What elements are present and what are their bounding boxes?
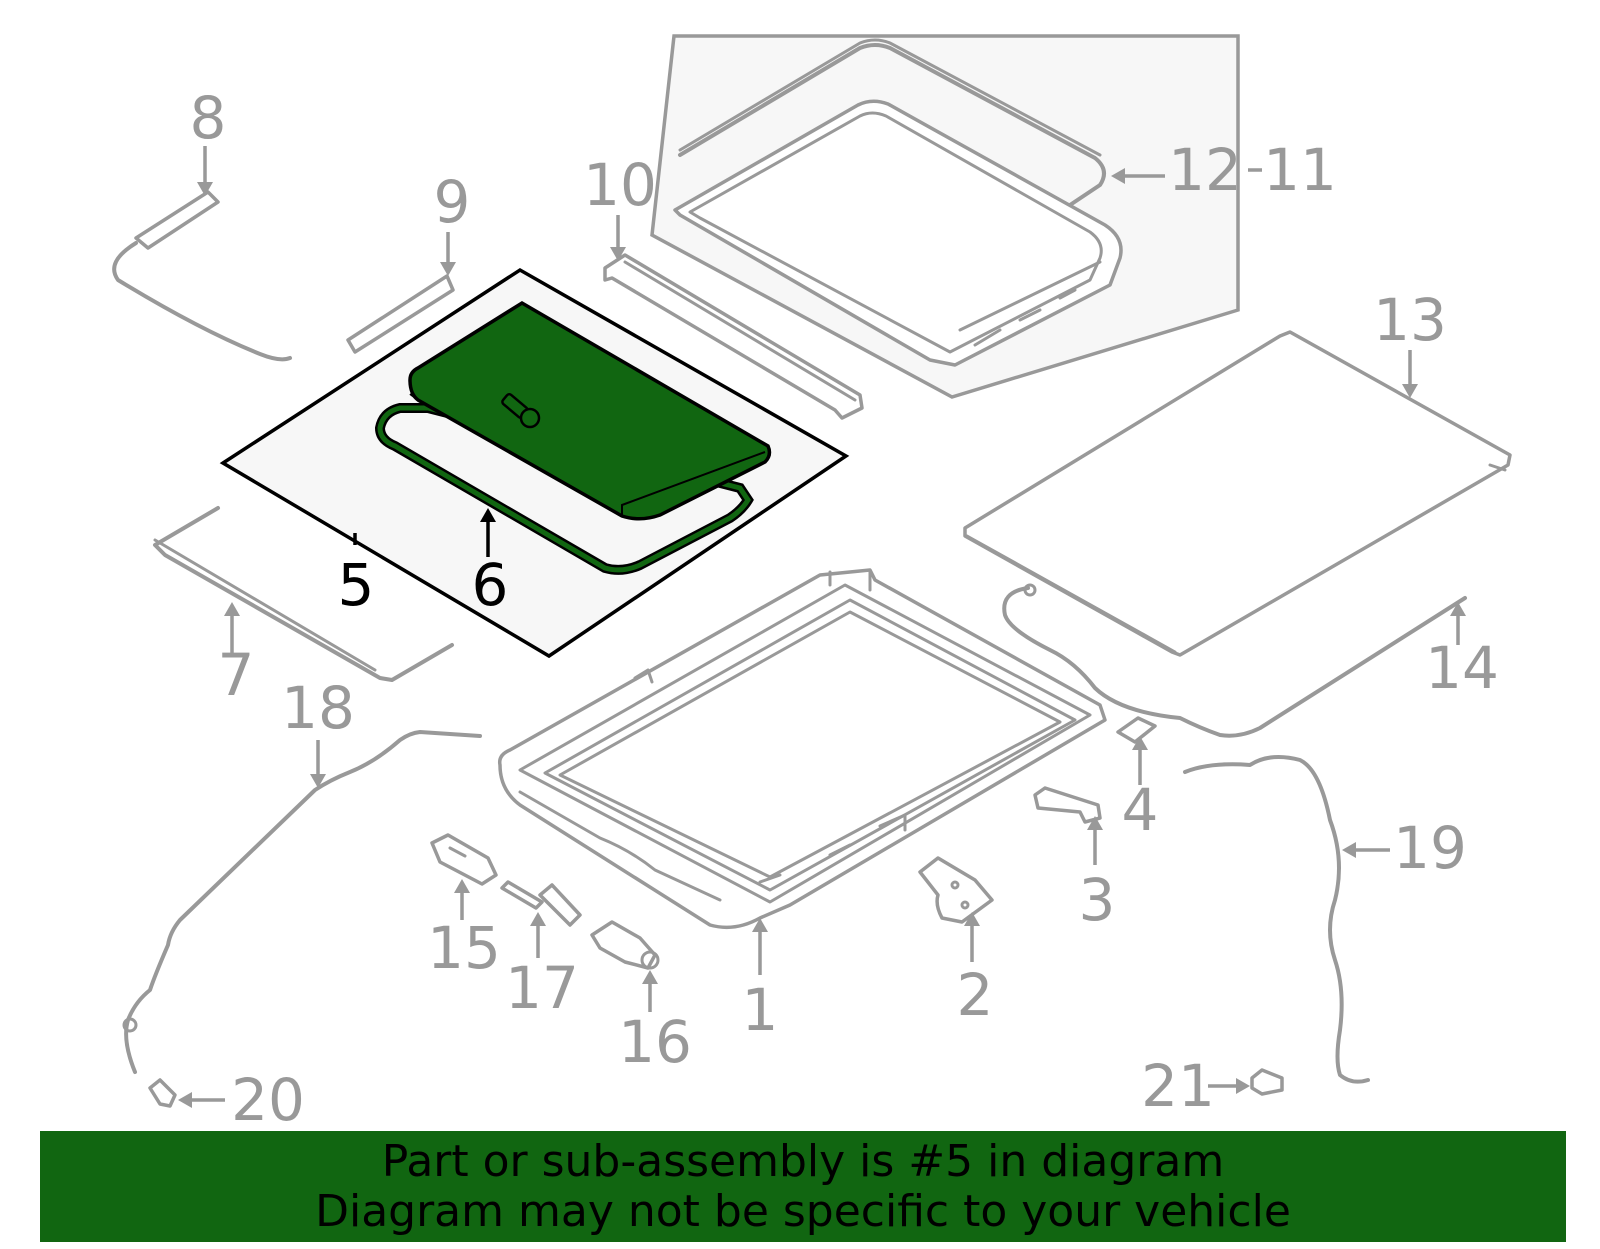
- callout-15: 15: [427, 914, 501, 982]
- part-19-drain-hose: [1183, 754, 1370, 1084]
- part-15-connector: [430, 833, 498, 886]
- part-9-strip: [346, 274, 455, 354]
- banner-line-2: Diagram may not be specific to your vehi…: [315, 1185, 1291, 1237]
- callout-6: 6: [472, 551, 509, 619]
- callout-5: 5: [338, 551, 375, 619]
- callout-8: 8: [190, 84, 227, 152]
- part-11-assembly-box: [650, 34, 1240, 399]
- info-banner: Part or sub-assembly is #5 in diagram Di…: [40, 1131, 1566, 1242]
- callout-20: 20: [231, 1066, 305, 1134]
- callout-2: 2: [957, 961, 994, 1029]
- callout-1: 1: [742, 976, 779, 1044]
- banner-line-1: Part or sub-assembly is #5 in diagram: [381, 1135, 1225, 1187]
- part-13-sunshade: [963, 330, 1512, 657]
- callout-18: 18: [281, 674, 355, 742]
- callout-9: 9: [434, 168, 471, 236]
- callout-16: 16: [618, 1008, 692, 1076]
- part-4-clip: [1116, 716, 1157, 744]
- part-3-bracket: [1033, 786, 1102, 824]
- callout-4: 4: [1122, 776, 1159, 844]
- callout-3: 3: [1079, 866, 1116, 934]
- callout-11: 11: [1263, 136, 1337, 204]
- part-5-sub-assembly: [219, 267, 850, 659]
- part-1-frame: [497, 568, 1107, 930]
- bolt-icon: [501, 393, 541, 429]
- part-7-rail: [153, 506, 454, 682]
- callout-14: 14: [1425, 634, 1499, 702]
- part-21-clip: [1250, 1068, 1284, 1096]
- callout-10: 10: [583, 151, 657, 219]
- part-14-cable: [1002, 583, 1467, 738]
- part-18-drain-hose: [122, 730, 482, 1074]
- part-17-harness: [500, 880, 582, 927]
- part-2-bracket: [918, 856, 994, 924]
- callout-7: 7: [218, 641, 255, 709]
- callout-13: 13: [1373, 286, 1447, 354]
- part-10-rail: [603, 253, 864, 420]
- callout-21: 21: [1141, 1052, 1215, 1120]
- callout-19: 19: [1393, 814, 1467, 882]
- part-20-clip: [148, 1078, 177, 1108]
- callout-labels: 1 2 3 4 5 6 7 8 9 10 12 11 13 14 15 16 1…: [190, 84, 1499, 1134]
- part-16-motor: [590, 920, 660, 970]
- callout-17: 17: [505, 954, 579, 1022]
- part-8-deflector-arm: [112, 190, 292, 362]
- callout-12: 12: [1168, 136, 1242, 204]
- leader-lines: [178, 146, 1466, 1108]
